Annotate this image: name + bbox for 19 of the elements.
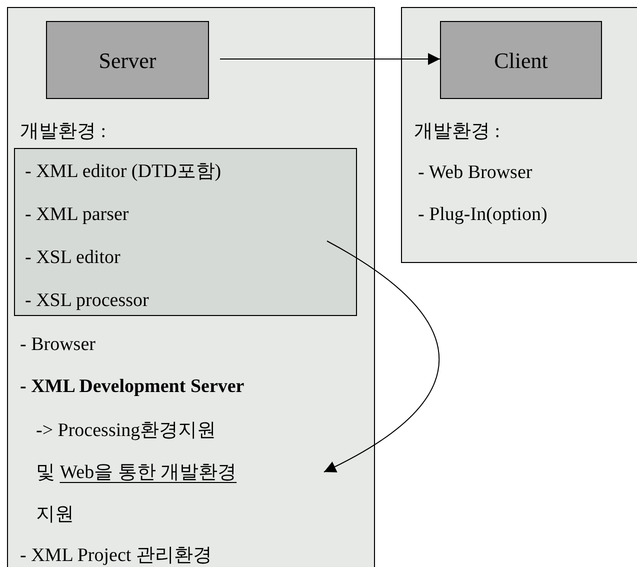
note-text: -> Processing환경지원 및 Web을 통한 개발환경 지원: [24, 410, 324, 536]
list-text: - Browser: [20, 333, 96, 357]
tool-group-box: [14, 148, 357, 316]
list-text: 개발환경 :: [20, 120, 106, 144]
list-text: - XML parser: [25, 203, 129, 227]
list-text: 개발환경 :: [414, 120, 500, 144]
list-text: - XSL editor: [25, 246, 120, 270]
list-text: - XML Development Server: [20, 375, 244, 399]
list-text: - Plug-In(option): [418, 203, 548, 227]
list-text: - XML Project 관리환경: [20, 544, 212, 567]
list-text: - XML editor (DTD포함): [25, 160, 222, 184]
client-panel: [401, 7, 637, 263]
server-box: Server: [46, 21, 209, 99]
server-panel: [7, 7, 375, 567]
list-text: - Web Browser: [418, 161, 532, 185]
arrow: [324, 240, 440, 472]
list-text: - XSL processor: [25, 289, 149, 313]
arrow: [220, 53, 440, 65]
client-box: Client: [440, 21, 602, 99]
